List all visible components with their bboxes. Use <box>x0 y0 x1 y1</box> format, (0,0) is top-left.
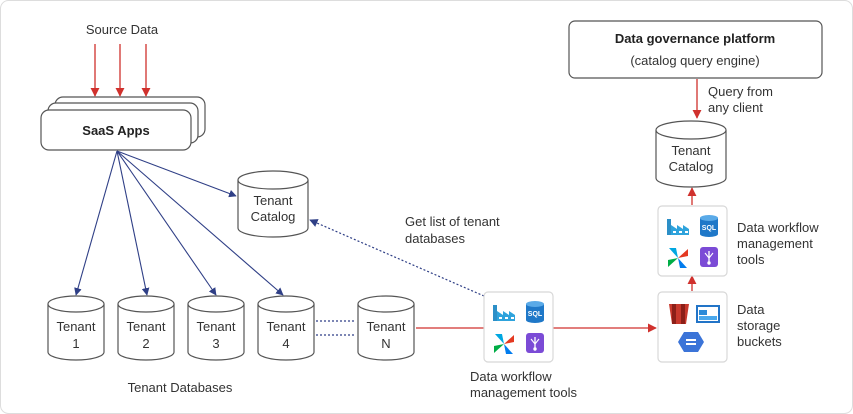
tenant-db-4-label: Tenant <box>266 319 305 334</box>
get-list-label-line1: Get list of tenant <box>405 214 500 229</box>
tenant-db-3-number: 3 <box>212 336 219 351</box>
governance-platform-box: Data governance platform (catalog query … <box>568 20 823 79</box>
tenant-db-3-label: Tenant <box>196 319 235 334</box>
factory-icon <box>667 219 689 235</box>
tenant-catalog-right-line2: Catalog <box>669 159 714 174</box>
tenant-db-1: Tenant 1 <box>47 295 105 361</box>
source-data-arrows <box>90 44 151 97</box>
saas-apps-label: SaaS Apps <box>82 123 149 138</box>
tenant-db-2-label: Tenant <box>126 319 165 334</box>
saas-to-tenants-arrows <box>74 150 284 296</box>
tenant-db-n-number: N <box>381 336 390 351</box>
tenant-databases-label: Tenant Databases <box>128 380 233 395</box>
tenant-catalog-left: Tenant Catalog <box>237 170 309 238</box>
blob-storage-icon <box>696 305 720 323</box>
query-label-line2: any client <box>708 100 763 115</box>
tenant-catalog-left-line1: Tenant <box>253 193 292 208</box>
airflow-pinwheel-icon <box>668 248 688 268</box>
tenant-db-4-number: 4 <box>282 336 289 351</box>
governance-title: Data governance platform <box>615 31 775 46</box>
workflow-tools-right-label-line1: Data workflow <box>737 220 819 235</box>
factory-icon <box>493 305 515 321</box>
sql-database-icon: SQL <box>700 215 718 237</box>
s3-bucket-icon <box>669 304 689 324</box>
tenant-db-2: Tenant 2 <box>117 295 175 361</box>
tenant-catalog-right-line1: Tenant <box>671 143 710 158</box>
airflow-pinwheel-icon <box>494 334 514 354</box>
get-list-label-line2: databases <box>405 231 465 246</box>
tenant-db-n-label: Tenant <box>366 319 405 334</box>
storage-label-line1: Data <box>737 302 765 317</box>
tenant-db-2-number: 2 <box>142 336 149 351</box>
workflow-tools-bottom-label-line1: Data workflow <box>470 369 552 384</box>
tenant-catalog-right: Tenant Catalog <box>655 120 727 188</box>
query-label-line1: Query from <box>708 84 773 99</box>
svg-text:SQL: SQL <box>702 225 717 232</box>
workflow-tools-bottom-label-line2: management tools <box>470 385 577 400</box>
cloud-storage-icon <box>678 332 704 352</box>
dbt-flow-icon <box>700 247 718 267</box>
dbt-flow-icon <box>526 333 544 353</box>
tenant-db-1-number: 1 <box>72 336 79 351</box>
tenant-db-3: Tenant 3 <box>187 295 245 361</box>
workflow-tools-right-label-line2: management <box>737 236 813 251</box>
svg-text:SQL: SQL <box>528 311 543 318</box>
tenant-ellipsis-connectors <box>316 320 356 336</box>
storage-box <box>657 291 728 363</box>
tenant-db-4: Tenant 4 <box>257 295 315 361</box>
storage-label-line2: storage <box>737 318 780 333</box>
sql-database-icon: SQL <box>526 301 544 323</box>
saas-apps-stack: SaaS Apps <box>40 96 206 151</box>
storage-label-line3: buckets <box>737 334 782 349</box>
source-data-label: Source Data <box>86 22 159 37</box>
workflow-tools-right-label-line3: tools <box>737 252 765 267</box>
tenant-db-n: Tenant N <box>357 295 415 361</box>
tenant-catalog-left-line2: Catalog <box>251 209 296 224</box>
workflow-tools-box-bottom: SQL <box>483 291 554 363</box>
tenant-db-1-label: Tenant <box>56 319 95 334</box>
governance-subtitle: (catalog query engine) <box>630 53 759 68</box>
workflow-tools-box-right: SQL <box>657 205 728 277</box>
